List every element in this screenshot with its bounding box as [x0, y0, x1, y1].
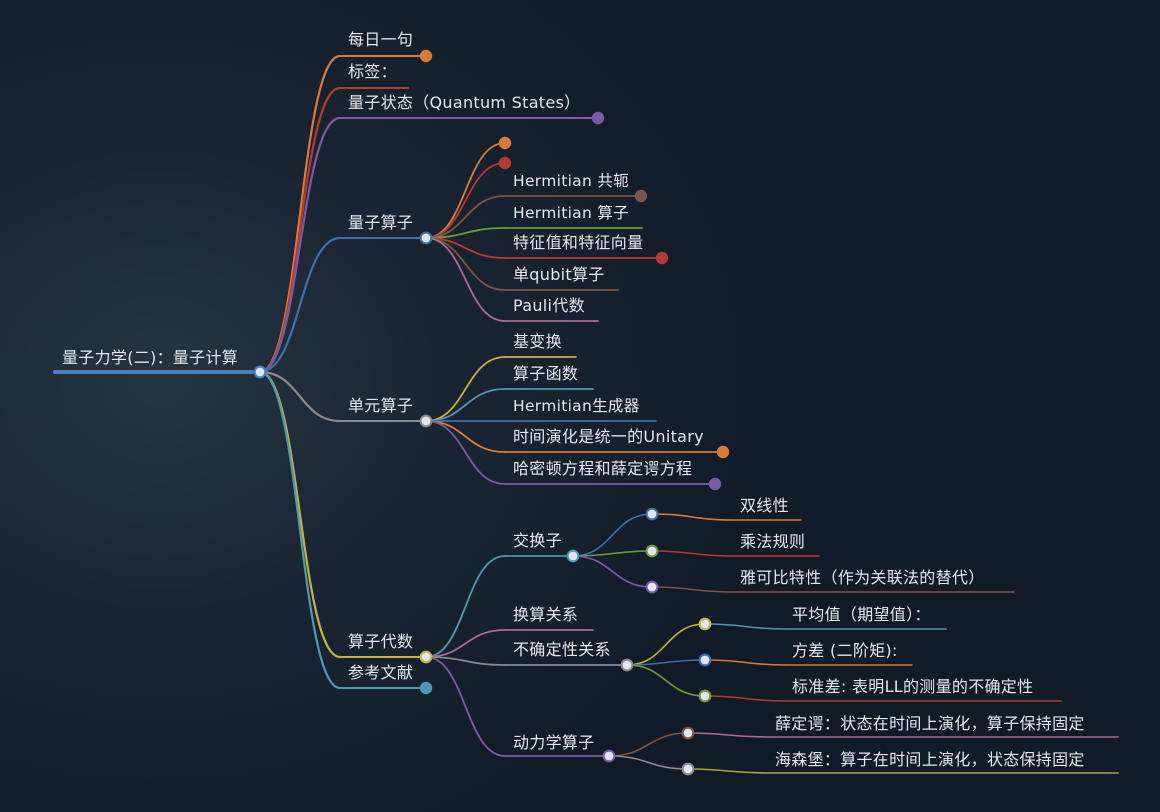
node-herm-conj-dot — [634, 189, 648, 203]
branch-var-b — [704, 659, 787, 666]
node-daily[interactable]: 每日一句 — [348, 30, 414, 49]
node-hamilton-dot — [708, 477, 722, 491]
branch-jacobi-a — [572, 555, 653, 588]
node-empty-1-dot — [498, 136, 512, 150]
node-commutator-ring — [566, 549, 580, 563]
node-commutation[interactable]: 换算关系 — [513, 605, 579, 624]
node-mean-ring — [698, 617, 712, 631]
branch-bilinear-a — [572, 513, 653, 557]
branch-refs — [258, 370, 342, 690]
branch-schr-b — [687, 732, 769, 738]
node-hermitian-op[interactable]: Hermitian 算子 — [513, 204, 629, 222]
branch-tags — [258, 86, 342, 374]
node-hermitian-gen[interactable]: Hermitian生成器 — [513, 397, 640, 415]
node-hamilton-schrodinger[interactable]: 哈密顿方程和薛定谔方程 — [513, 459, 693, 478]
branch-schr-a — [608, 732, 689, 757]
node-schr-ring — [681, 726, 695, 740]
branch-heis-b — [687, 768, 769, 774]
node-dynamics-ops[interactable]: 动力学算子 — [513, 733, 595, 752]
node-eigen-dot — [655, 251, 669, 265]
node-unitary-ops[interactable]: 单元算子 — [348, 396, 414, 415]
node-unitary-ring — [419, 414, 433, 428]
node-quantum-ops[interactable]: 量子算子 — [348, 213, 414, 232]
node-ops-ring — [419, 231, 433, 245]
node-var-ring — [698, 653, 712, 667]
branch-commutation — [425, 629, 506, 658]
branch-daily — [258, 54, 342, 374]
node-std-ring — [698, 689, 712, 703]
branch-mean-b — [704, 623, 787, 630]
branch-empty-1 — [425, 142, 506, 239]
node-single-qubit[interactable]: 单qubit算子 — [513, 265, 605, 284]
branch-jacobi-b — [651, 586, 734, 593]
branch-product-a — [572, 550, 653, 557]
node-daily-dot — [419, 49, 433, 63]
node-time-evolution[interactable]: 时间演化是统一的Unitary — [513, 427, 704, 446]
branch-pauli — [425, 237, 506, 322]
node-references[interactable]: 参考文献 — [348, 663, 414, 682]
node-algebra-ring — [419, 650, 433, 664]
node-hermitian-conj[interactable]: Hermitian 共轭 — [513, 172, 629, 190]
branch-product-b — [651, 550, 734, 557]
node-schrodinger-pic[interactable]: 薛定谔：状态在时间上演化，算子保持固定 — [775, 714, 1085, 733]
branch-algebra — [258, 370, 342, 659]
node-empty-2-dot — [498, 156, 512, 170]
node-states-dot — [591, 111, 605, 125]
branch-unitary — [258, 370, 342, 423]
node-bilinear[interactable]: 双线性 — [740, 496, 789, 515]
branch-states — [258, 116, 342, 374]
branch-hamilton — [425, 420, 506, 485]
branch-heis-a — [608, 755, 689, 770]
node-basis-change[interactable]: 基变换 — [513, 332, 562, 351]
branch-var-a — [626, 659, 706, 666]
branch-time — [425, 420, 506, 453]
node-heisenberg-pic[interactable]: 海森堡：算子在时间上演化，状态保持固定 — [775, 750, 1085, 769]
branch-empty-2 — [425, 162, 506, 239]
node-tags[interactable]: 标签： — [348, 62, 397, 81]
node-std-dev[interactable]: 标准差: 表明LL的测量的不确定性 — [792, 677, 1034, 696]
node-uncertainty[interactable]: 不确定性关系 — [513, 640, 611, 659]
node-quantum-states[interactable]: 量子状态（Quantum States） — [348, 93, 581, 112]
node-eigen[interactable]: 特征值和特征向量 — [513, 233, 644, 252]
branch-commutator — [425, 555, 506, 658]
node-bilinear-ring — [645, 507, 659, 521]
branch-func — [425, 388, 506, 422]
node-variance[interactable]: 方差 (二阶矩): — [792, 641, 898, 660]
node-refs-dot — [419, 681, 433, 695]
branch-std-b — [704, 695, 787, 702]
node-op-algebra[interactable]: 算子代数 — [348, 632, 414, 651]
root-node-ring — [253, 365, 267, 379]
branch-ops — [258, 236, 342, 374]
node-product-ring — [645, 544, 659, 558]
node-commutator[interactable]: 交换子 — [513, 531, 562, 550]
branch-uncertainty — [425, 656, 506, 666]
branch-herm-conj — [425, 195, 506, 239]
node-op-functions[interactable]: 算子函数 — [513, 364, 579, 383]
branch-std-a — [626, 664, 706, 697]
node-mean[interactable]: 平均值（期望值）： — [792, 605, 931, 624]
root-node-label[interactable]: 量子力学(二)：量子计算 — [62, 348, 239, 367]
node-product-rule[interactable]: 乘法规则 — [740, 532, 806, 551]
node-dynamics-ring — [602, 749, 616, 763]
branch-bilinear-b — [651, 513, 734, 521]
node-jacobi[interactable]: 雅可比特性（作为关联法的替代） — [740, 568, 985, 587]
node-heis-ring — [681, 762, 695, 776]
node-time-dot — [716, 445, 730, 459]
branch-qubit — [425, 237, 506, 291]
node-uncertainty-ring — [620, 658, 634, 672]
node-jacobi-ring — [645, 580, 659, 594]
branch-mean-a — [626, 623, 706, 666]
branch-dynamics — [425, 656, 506, 757]
branch-basis — [425, 356, 506, 422]
node-pauli[interactable]: Pauli代数 — [513, 296, 585, 315]
